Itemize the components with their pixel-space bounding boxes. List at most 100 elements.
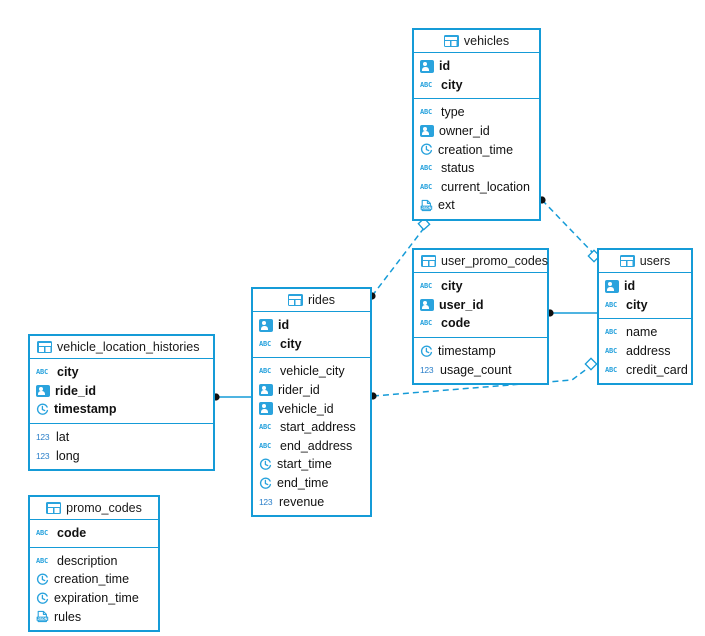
column-row[interactable]: rider_id [253,381,370,400]
table-grid-icon [37,341,52,353]
table-name: vehicle_location_histories [57,340,200,354]
column-row[interactable]: vehicle_id [253,399,370,418]
column-row[interactable]: id [414,57,539,76]
table-header[interactable]: vehicle_location_histories [30,336,213,359]
column-name: code [57,526,87,541]
column-name: rider_id [278,383,320,398]
column-name: end_address [280,438,353,453]
abc-string-icon: ABC [259,339,272,348]
table-grid-icon [287,294,303,306]
column-row[interactable]: JSON ext [414,196,539,215]
table-header[interactable]: promo_codes [30,497,158,520]
abc-string-icon: ABC [605,347,618,356]
table-header[interactable]: user_promo_codes [414,250,549,273]
column-row[interactable]: timestamp [30,400,213,419]
column-row[interactable]: ABC current_location [414,178,539,197]
column-row[interactable]: start_time [253,455,370,474]
abc-string-icon: ABC [36,529,49,538]
column-name: revenue [279,494,325,509]
column-name: usage_count [440,362,512,377]
abc-string-icon: ABC [36,556,49,565]
column-row[interactable]: ABC description [30,552,158,571]
column-name: creation_time [54,572,130,587]
column-row[interactable]: creation_time [30,570,158,589]
column-name: start_time [277,457,332,472]
column-name: city [626,297,648,312]
column-row[interactable]: id [599,277,691,296]
table-grid-icon [443,35,459,47]
column-row[interactable]: creation_time [414,140,539,159]
table-name: user_promo_codes [441,254,549,268]
abc-string-icon: ABC [420,182,433,191]
column-row[interactable]: user_id [414,296,547,315]
svg-text:JSON: JSON [38,617,48,621]
column-name: current_location [441,179,530,194]
column-name: ride_id [55,383,96,398]
column-name: rules [54,609,82,624]
primary-key-section: ABC code [30,520,158,548]
column-row[interactable]: id [253,316,370,335]
column-row[interactable]: expiration_time [30,589,158,608]
column-name: description [57,553,118,568]
person-id-icon [420,60,434,73]
column-name: id [278,318,290,333]
column-name: city [57,365,79,380]
123-number-icon: 123 [36,450,50,461]
svg-text:JSON: JSON [422,206,432,210]
column-name: credit_card [626,362,688,377]
relationship-one-endpoint [584,357,598,371]
column-name: owner_id [439,124,490,139]
table-header[interactable]: vehicles [414,30,539,53]
column-name: status [441,161,475,176]
column-row[interactable]: timestamp [414,342,547,361]
abc-string-icon: ABC [605,328,618,337]
column-row[interactable]: ABC city [253,335,370,354]
table-header[interactable]: users [599,250,691,273]
abc-string-icon: ABC [259,367,272,376]
table-header[interactable]: rides [253,289,370,312]
123-number-icon: 123 [259,496,273,507]
column-row[interactable]: ride_id [30,382,213,401]
clock-icon [420,143,433,156]
column-row[interactable]: 123 revenue [253,492,370,511]
table-name: users [639,254,671,268]
column-row[interactable]: end_time [253,474,370,493]
person-id-icon [420,298,434,312]
abc-string-icon: ABC [420,282,433,291]
column-name: address [626,344,671,359]
column-row[interactable]: ABC address [599,342,691,361]
column-name: city [280,336,302,351]
column-name: ext [438,198,455,213]
column-row[interactable]: owner_id [414,122,539,141]
table-grid-icon [421,255,436,267]
column-name: timestamp [54,402,117,417]
column-row[interactable]: JSON rules [30,607,158,626]
column-name: user_id [439,297,484,312]
column-row[interactable]: ABC code [30,524,158,543]
table-name: vehicles [463,34,510,48]
json-doc-icon: JSON [36,610,49,623]
